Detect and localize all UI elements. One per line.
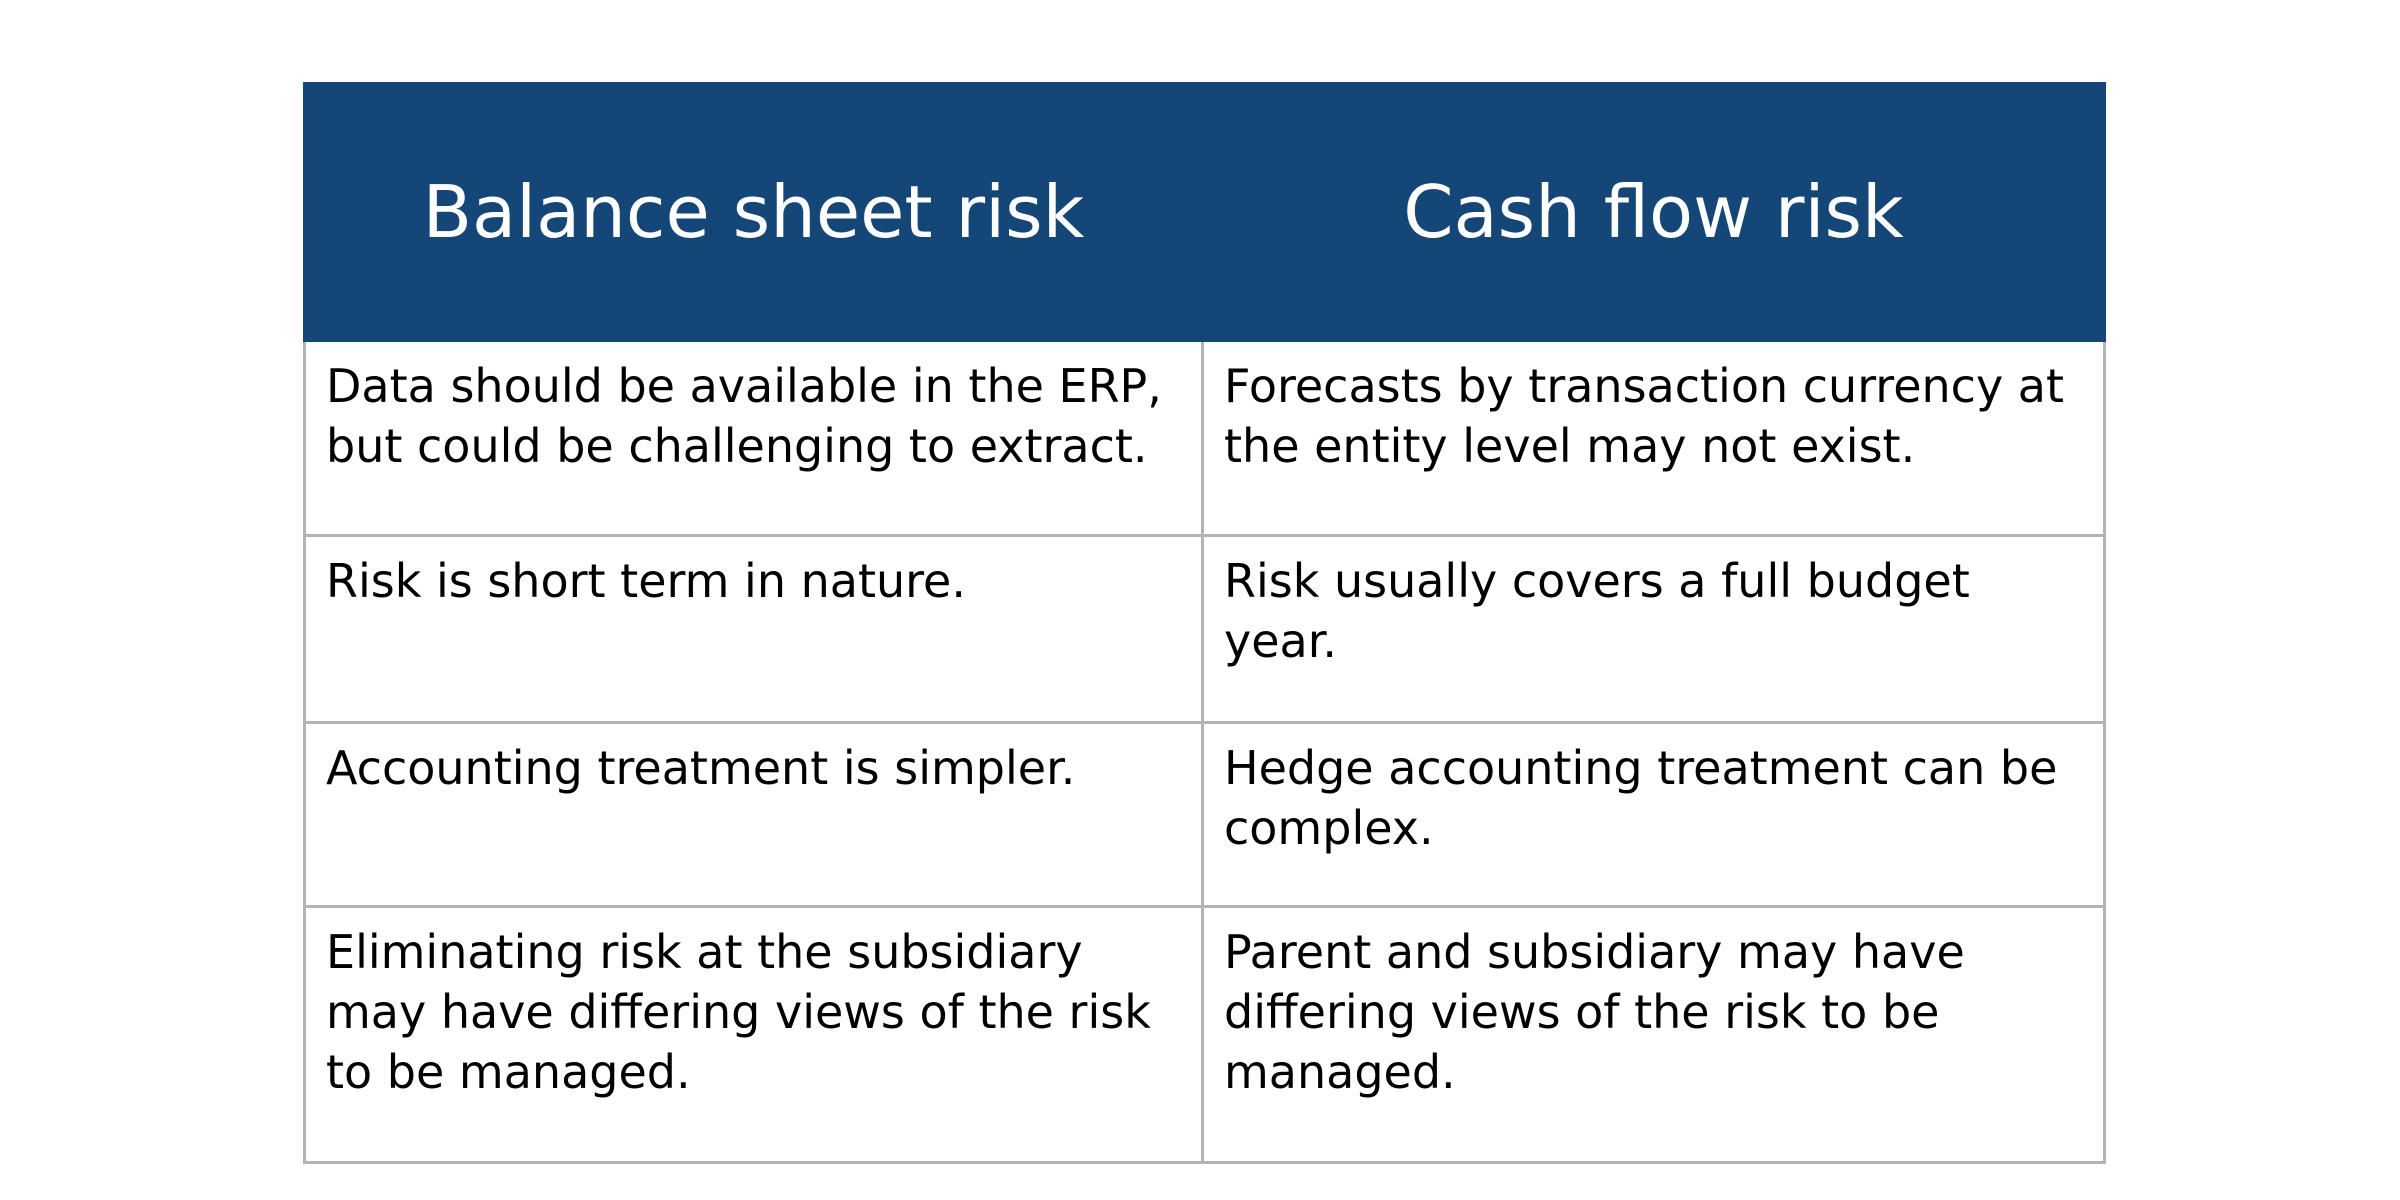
cell-cash-flow: Risk usually covers a full budget year. xyxy=(1201,534,2106,724)
table-row: Risk is short term in nature. Risk usual… xyxy=(303,534,2106,724)
cell-cash-flow: Forecasts by transaction currency at the… xyxy=(1201,339,2106,537)
cell-balance-sheet: Eliminating risk at the subsidiary may h… xyxy=(303,905,1204,1164)
table-row: Data should be available in the ERP, but… xyxy=(303,339,2106,537)
header-row: Balance sheet risk Cash flow risk xyxy=(303,82,2106,342)
header-balance-sheet-risk: Balance sheet risk xyxy=(303,82,1204,342)
cell-cash-flow: Parent and subsidiary may have differing… xyxy=(1201,905,2106,1164)
header-cash-flow-risk: Cash flow risk xyxy=(1201,82,2106,342)
cell-balance-sheet: Data should be available in the ERP, but… xyxy=(303,339,1204,537)
table-row: Accounting treatment is simpler. Hedge a… xyxy=(303,721,2106,908)
cell-cash-flow: Hedge accounting treatment can be comple… xyxy=(1201,721,2106,908)
cell-balance-sheet: Risk is short term in nature. xyxy=(303,534,1204,724)
comparison-table: Balance sheet risk Cash flow risk Data s… xyxy=(303,82,2106,1164)
table-row: Eliminating risk at the subsidiary may h… xyxy=(303,905,2106,1164)
cell-balance-sheet: Accounting treatment is simpler. xyxy=(303,721,1204,908)
